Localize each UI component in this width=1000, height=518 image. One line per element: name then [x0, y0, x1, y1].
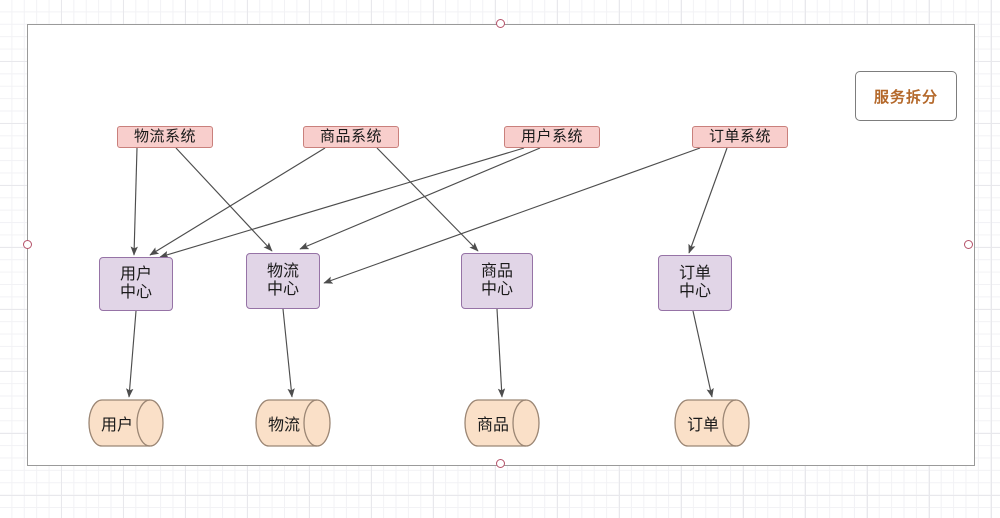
center-box-logistics-label-top: 物流	[266, 263, 299, 281]
center-box-order[interactable]: 订单 中心	[658, 255, 732, 311]
database-product[interactable]: 商品	[464, 399, 540, 447]
system-box-logistics[interactable]: 物流系统	[117, 126, 213, 148]
center-box-user[interactable]: 用户 中心	[99, 257, 173, 311]
center-box-product-label-top: 商品	[480, 263, 513, 281]
database-logistics-label: 物流	[268, 417, 301, 434]
center-box-logistics-label-bottom: 中心	[266, 281, 299, 298]
center-box-order-label-bottom: 中心	[678, 283, 711, 300]
system-box-user[interactable]: 用户系统	[504, 126, 600, 148]
database-product-label: 商品	[477, 417, 510, 434]
database-user-label: 用户	[101, 417, 134, 434]
resize-handle-bottom[interactable]	[496, 459, 505, 468]
resize-handle-top[interactable]	[496, 19, 505, 28]
center-box-order-label-top: 订单	[678, 265, 711, 283]
system-box-order[interactable]: 订单系统	[692, 126, 788, 148]
cylinder-icon	[255, 399, 331, 447]
center-box-user-label-bottom: 中心	[119, 284, 152, 301]
database-logistics[interactable]: 物流	[255, 399, 331, 447]
resize-handle-right[interactable]	[964, 240, 973, 249]
center-box-product-label-bottom: 中心	[480, 281, 513, 298]
system-box-product[interactable]: 商品系统	[303, 126, 399, 148]
service-split-note[interactable]: 服务拆分	[855, 71, 957, 121]
service-split-note-label: 服务拆分	[873, 88, 938, 106]
database-order-label: 订单	[687, 417, 720, 434]
center-box-logistics[interactable]: 物流 中心	[246, 253, 320, 309]
center-box-product[interactable]: 商品 中心	[461, 253, 533, 309]
cylinder-icon	[464, 399, 540, 447]
system-box-logistics-label: 物流系统	[133, 127, 196, 145]
cylinder-icon	[88, 399, 164, 447]
cylinder-icon	[674, 399, 750, 447]
database-user[interactable]: 用户	[88, 399, 164, 447]
system-box-product-label: 商品系统	[319, 127, 382, 145]
system-box-user-label: 用户系统	[520, 127, 583, 145]
system-box-order-label: 订单系统	[708, 127, 771, 145]
resize-handle-left[interactable]	[23, 240, 32, 249]
center-box-user-label-top: 用户	[119, 266, 152, 284]
database-order[interactable]: 订单	[674, 399, 750, 447]
